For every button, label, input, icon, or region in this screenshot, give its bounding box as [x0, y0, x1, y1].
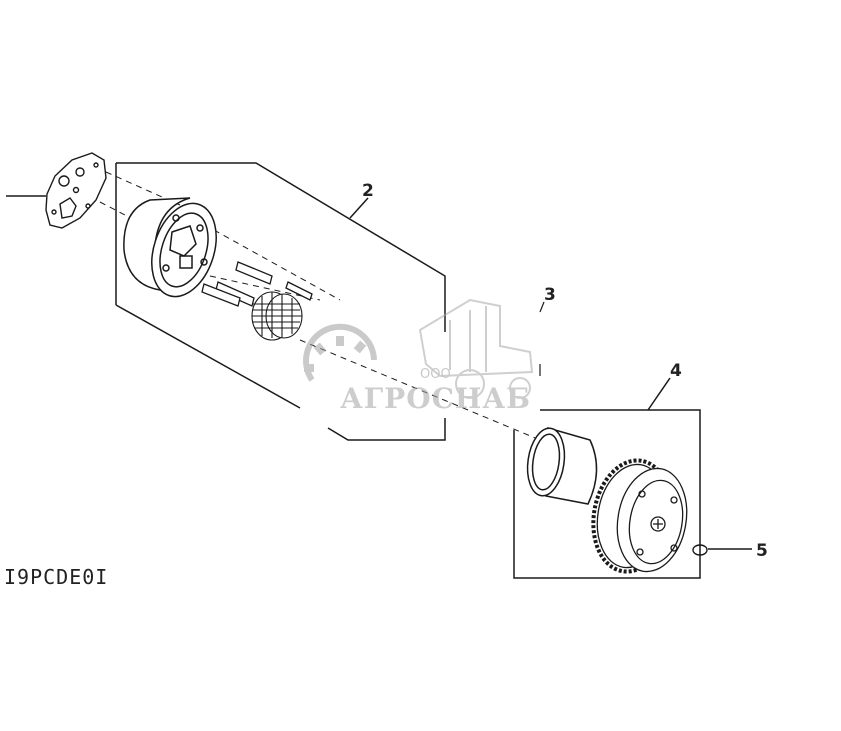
o-ring-shape	[692, 544, 708, 556]
housing-bolt-hole	[196, 224, 204, 232]
housing-bolt-hole	[162, 264, 170, 272]
watermark-company-name: АГРОСНАБ	[340, 382, 531, 415]
drawing-code: I9PCDE0I	[4, 565, 108, 589]
watermark-prefix: ООО	[420, 367, 451, 382]
gear-bolt-hole	[638, 490, 646, 498]
dowel-pin	[215, 281, 255, 307]
gasket-bolt-hole	[93, 162, 99, 168]
leader-line-2	[349, 197, 369, 219]
frame-edge-bottom-right	[327, 418, 446, 441]
gasket-bolt-hole	[85, 203, 91, 209]
frame-item-2	[115, 162, 446, 441]
watermark-combine	[418, 298, 534, 399]
housing-bolt-hole	[172, 214, 180, 222]
dowel-pin	[201, 283, 241, 307]
housing-face	[151, 202, 217, 298]
gear-keyway	[653, 519, 663, 529]
leader-line-4	[647, 377, 671, 411]
pump-housing	[123, 197, 217, 298]
callout-label-4: 4	[670, 361, 682, 381]
axis-line	[213, 229, 341, 301]
dowel-pin	[285, 281, 313, 301]
callout-label-5: 5	[756, 541, 768, 561]
bushing-sleeve	[526, 427, 598, 505]
dowel-pin	[235, 261, 273, 285]
frame-item-4	[513, 377, 701, 579]
housing-bolt-hole	[200, 258, 208, 266]
gasket-outline	[45, 152, 107, 229]
gear-bolt-hole	[670, 496, 678, 504]
housing-pocket	[169, 225, 197, 257]
dowel-pins	[201, 261, 313, 307]
drive-gear	[591, 458, 688, 574]
housing-port	[179, 255, 193, 269]
o-ring	[692, 544, 752, 556]
gasket-hole	[75, 167, 85, 177]
callout-label-3: 3	[544, 285, 556, 305]
gasket-bolt-hole	[51, 209, 57, 215]
watermark-cog-teeth	[304, 336, 367, 372]
sleeve-bore	[531, 433, 561, 491]
gasket-bolt-hole	[72, 186, 80, 194]
frame-edge-top	[116, 162, 446, 300]
frame-outline	[513, 409, 701, 579]
callout-label-2: 2	[362, 181, 374, 201]
gear-bolt-hole	[636, 548, 644, 556]
leader-line-3	[539, 301, 545, 313]
watermark-cog	[303, 323, 377, 382]
gear-stack	[251, 291, 303, 341]
gasket-hole	[58, 175, 70, 187]
gasket-port	[59, 197, 77, 219]
gear-teeth	[252, 292, 302, 338]
housing-inner-ring	[159, 212, 209, 288]
leader-item-3	[539, 301, 545, 376]
gasket-plate	[6, 152, 107, 229]
frame-edge-bottom-left	[115, 304, 301, 409]
gear-hub-ring	[628, 479, 684, 565]
watermark-logo: ООО АГРОСНАБ	[303, 298, 534, 415]
gear-bolt-hole	[670, 544, 678, 552]
